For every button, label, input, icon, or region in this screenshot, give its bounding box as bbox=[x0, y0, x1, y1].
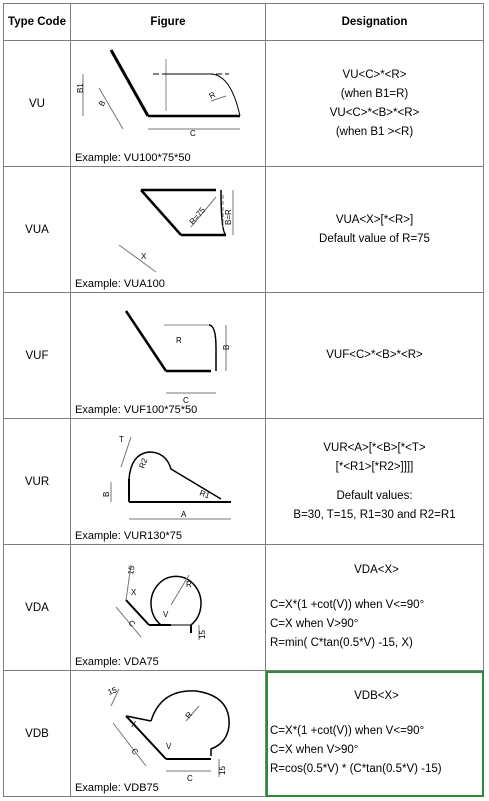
designation-line: C=X*(1 +cot(V)) when V<=90° bbox=[270, 599, 425, 611]
vu-figure: B1 B R C bbox=[76, 49, 241, 138]
designation-line: (when B1=R) bbox=[340, 87, 409, 100]
vda-label-15-top: 15 bbox=[126, 564, 137, 575]
vur-label-r1: R1 bbox=[198, 488, 211, 500]
header-designation[interactable]: Designation bbox=[265, 3, 484, 41]
designation-line: R=cos(0.5*V) * (C*tan(0.5*V) -15) bbox=[270, 763, 442, 775]
vdb-label-x: X bbox=[131, 720, 137, 729]
row-vda: VDA 15 R X C V bbox=[3, 544, 484, 671]
header-type-code[interactable]: Type Code bbox=[3, 3, 71, 41]
type-code-cell[interactable]: VDB bbox=[3, 670, 71, 797]
vdb-label-c: C bbox=[129, 747, 140, 757]
vur-label-t: T bbox=[119, 435, 124, 444]
vur-label-b: B bbox=[102, 492, 111, 497]
designation-line: VU<C>*<R> bbox=[342, 68, 407, 81]
example-text: Example: VDA75 bbox=[75, 656, 159, 668]
designation-title: VDB<X> bbox=[354, 690, 399, 702]
designation-line: Default value of R=75 bbox=[319, 232, 430, 245]
vua-label-b: B=R bbox=[224, 209, 233, 225]
example-text: Example: VUR130*75 bbox=[75, 530, 183, 542]
vda-label-c: C bbox=[126, 619, 137, 629]
row-vua: VUA R=75 B=R X Example: VUA100 bbox=[3, 166, 484, 293]
designation-cell[interactable]: VUR<A>[*<B>[*<T> [*<R1>[*R2>]]]] Default… bbox=[265, 418, 484, 545]
figure-cell[interactable]: B1 B R C Example: VU100*75*50 bbox=[70, 40, 266, 167]
designation-line: R=min( C*tan(0.5*V) -15, X) bbox=[270, 637, 413, 649]
vda-label-r: R bbox=[186, 580, 192, 589]
vuf-figure: R B C bbox=[124, 310, 231, 405]
vdb-label-15-right: 15 bbox=[218, 766, 227, 775]
type-code-cell[interactable]: VU bbox=[3, 40, 71, 167]
vdb-label-r: R bbox=[184, 710, 195, 720]
vdb-label-c-bottom: C bbox=[187, 774, 193, 783]
vda-figure: 15 R X C V 15 bbox=[115, 564, 207, 640]
type-code-cell[interactable]: VUA bbox=[3, 166, 71, 293]
spacer bbox=[270, 545, 483, 561]
vua-figure: R=75 B=R X bbox=[118, 188, 234, 273]
designation-line: [*<R1>[*R2>]]]] bbox=[335, 460, 414, 473]
type-code-cell[interactable]: VDA bbox=[3, 544, 71, 671]
type-code-cell[interactable]: VUR bbox=[3, 418, 71, 545]
designation-title: VDA<X> bbox=[354, 564, 399, 576]
spacer bbox=[266, 477, 483, 487]
vdb-label-15-top: 15 bbox=[107, 685, 119, 697]
shape-designation-table: Type Code Figure Designation VU B1 bbox=[3, 3, 484, 797]
row-vdb: VDB 15 R X C V C bbox=[3, 670, 484, 797]
vuf-label-c: C bbox=[183, 396, 189, 405]
header-figure[interactable]: Figure bbox=[70, 3, 266, 41]
spacer bbox=[270, 671, 483, 687]
vuf-label-b: B bbox=[222, 345, 231, 350]
example-text: Example: VDB75 bbox=[75, 782, 159, 794]
designation-line: VUF<C>*<B>*<R> bbox=[326, 349, 423, 361]
spacer bbox=[270, 580, 483, 596]
example-text: Example: VUF100*75*50 bbox=[75, 404, 198, 416]
vuf-label-r: R bbox=[176, 336, 182, 345]
vua-label-x: X bbox=[141, 252, 147, 261]
figure-cell[interactable]: 15 R X C V C 15 Example: VDB75 bbox=[70, 670, 266, 797]
vda-label-x: X bbox=[131, 588, 137, 597]
vu-label-c: C bbox=[190, 129, 196, 138]
row-vuf: VUF R B C Example: VUF100*75*50 VUF<C>*<… bbox=[3, 292, 484, 419]
vur-label-a: A bbox=[181, 510, 187, 519]
row-vu: VU B1 B R C Example: VU100 bbox=[3, 40, 484, 167]
vda-label-15-right: 15 bbox=[198, 630, 207, 639]
type-code-cell[interactable]: VUF bbox=[3, 292, 71, 419]
spacer bbox=[270, 706, 483, 722]
designation-line: C=X when V>90° bbox=[270, 618, 359, 630]
designation-line: (when B1 ><R) bbox=[335, 125, 414, 138]
vur-figure: T R2 B R1 A bbox=[102, 435, 231, 520]
vdb-label-v: V bbox=[166, 742, 172, 751]
header-row: Type Code Figure Designation bbox=[3, 3, 484, 41]
designation-cell[interactable]: VU<C>*<R> (when B1=R) VU<C>*<B>*<R> (whe… bbox=[265, 40, 484, 167]
designation-cell[interactable]: VDA<X> C=X*(1 +cot(V)) when V<=90° C=X w… bbox=[265, 544, 484, 671]
example-text: Example: VUA100 bbox=[75, 278, 165, 290]
vua-label-r: R=75 bbox=[188, 205, 208, 226]
designation-cell[interactable]: VUF<C>*<B>*<R> bbox=[265, 292, 484, 419]
figure-cell[interactable]: T R2 B R1 A Example: VUR130*75 bbox=[70, 418, 266, 545]
designation-line: VUR<A>[*<B>[*<T> bbox=[323, 441, 426, 454]
vda-label-v: V bbox=[163, 610, 169, 619]
vu-label-b1: B1 bbox=[76, 83, 85, 93]
figure-cell[interactable]: 15 R X C V 15 Example: VDA75 bbox=[70, 544, 266, 671]
designation-line: VU<C>*<B>*<R> bbox=[329, 106, 420, 119]
designation-cell-selected[interactable]: VDB<X> C=X*(1 +cot(V)) when V<=90° C=X w… bbox=[265, 670, 484, 797]
designation-line: Default values: bbox=[336, 489, 413, 502]
example-text: Example: VU100*75*50 bbox=[75, 152, 191, 164]
vdb-figure: 15 R X C V C 15 bbox=[107, 685, 230, 783]
row-vur: VUR T R2 B R1 A Example: VUR130*75 bbox=[3, 418, 484, 545]
figure-cell[interactable]: R=75 B=R X Example: VUA100 bbox=[70, 166, 266, 293]
vu-label-r: R bbox=[208, 90, 218, 101]
designation-line: B=30, T=15, R1=30 and R2=R1 bbox=[293, 508, 456, 521]
vu-label-b: B bbox=[97, 99, 107, 108]
designation-line: VUA<X>[*<R>] bbox=[335, 213, 414, 226]
designation-line: C=X*(1 +cot(V)) when V<=90° bbox=[270, 725, 425, 737]
designation-line: C=X when V>90° bbox=[270, 744, 359, 756]
vur-label-r2: R2 bbox=[137, 456, 149, 469]
figure-cell[interactable]: R B C Example: VUF100*75*50 bbox=[70, 292, 266, 419]
designation-cell[interactable]: VUA<X>[*<R>] Default value of R=75 bbox=[265, 166, 484, 293]
